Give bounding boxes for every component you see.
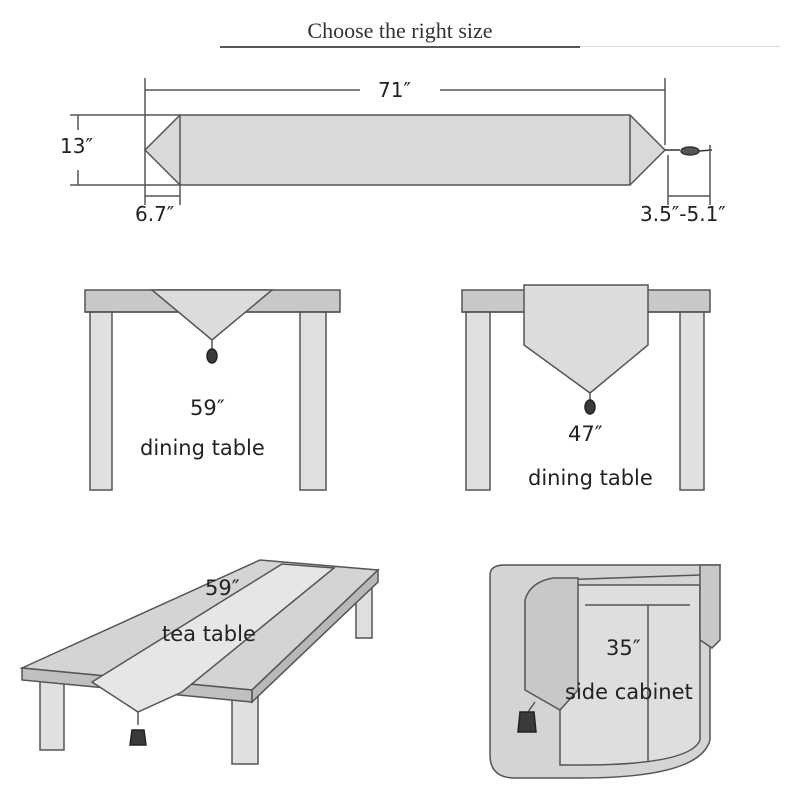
point-depth-dimension-line	[145, 185, 181, 205]
title-underline-faint	[580, 46, 780, 47]
side-cabinet-size: 35″	[606, 636, 641, 660]
runner-tassel-length-label: 3.5″-5.1″	[640, 202, 726, 226]
length-dimension-line	[144, 78, 666, 205]
dining-table-right-size: 47″	[568, 422, 603, 446]
dining-table-right-runner	[523, 284, 649, 415]
dining-table-left-caption: dining table	[140, 436, 265, 460]
runner-outline	[143, 114, 667, 186]
runner-point-depth-label: 6.7″	[135, 202, 175, 226]
tea-table-size: 59″	[205, 576, 240, 600]
page-title: Choose the right size	[307, 18, 493, 43]
runner-length-label: 71″	[378, 78, 411, 102]
tassel-dimension-line	[667, 145, 711, 205]
side-cabinet-runner	[517, 564, 721, 733]
runner-tassel	[665, 146, 713, 156]
width-dimension-line	[70, 114, 180, 186]
tea-table-caption: tea table	[162, 622, 256, 646]
title-underline	[220, 46, 580, 48]
dining-table-left-runner	[149, 289, 275, 364]
tea-table-runner	[90, 563, 336, 746]
runner-width-label: 13″	[60, 134, 93, 158]
dining-table-left-size: 59″	[190, 396, 225, 420]
dining-table-right-caption: dining table	[528, 466, 653, 490]
side-cabinet-caption: side cabinet	[565, 680, 693, 704]
